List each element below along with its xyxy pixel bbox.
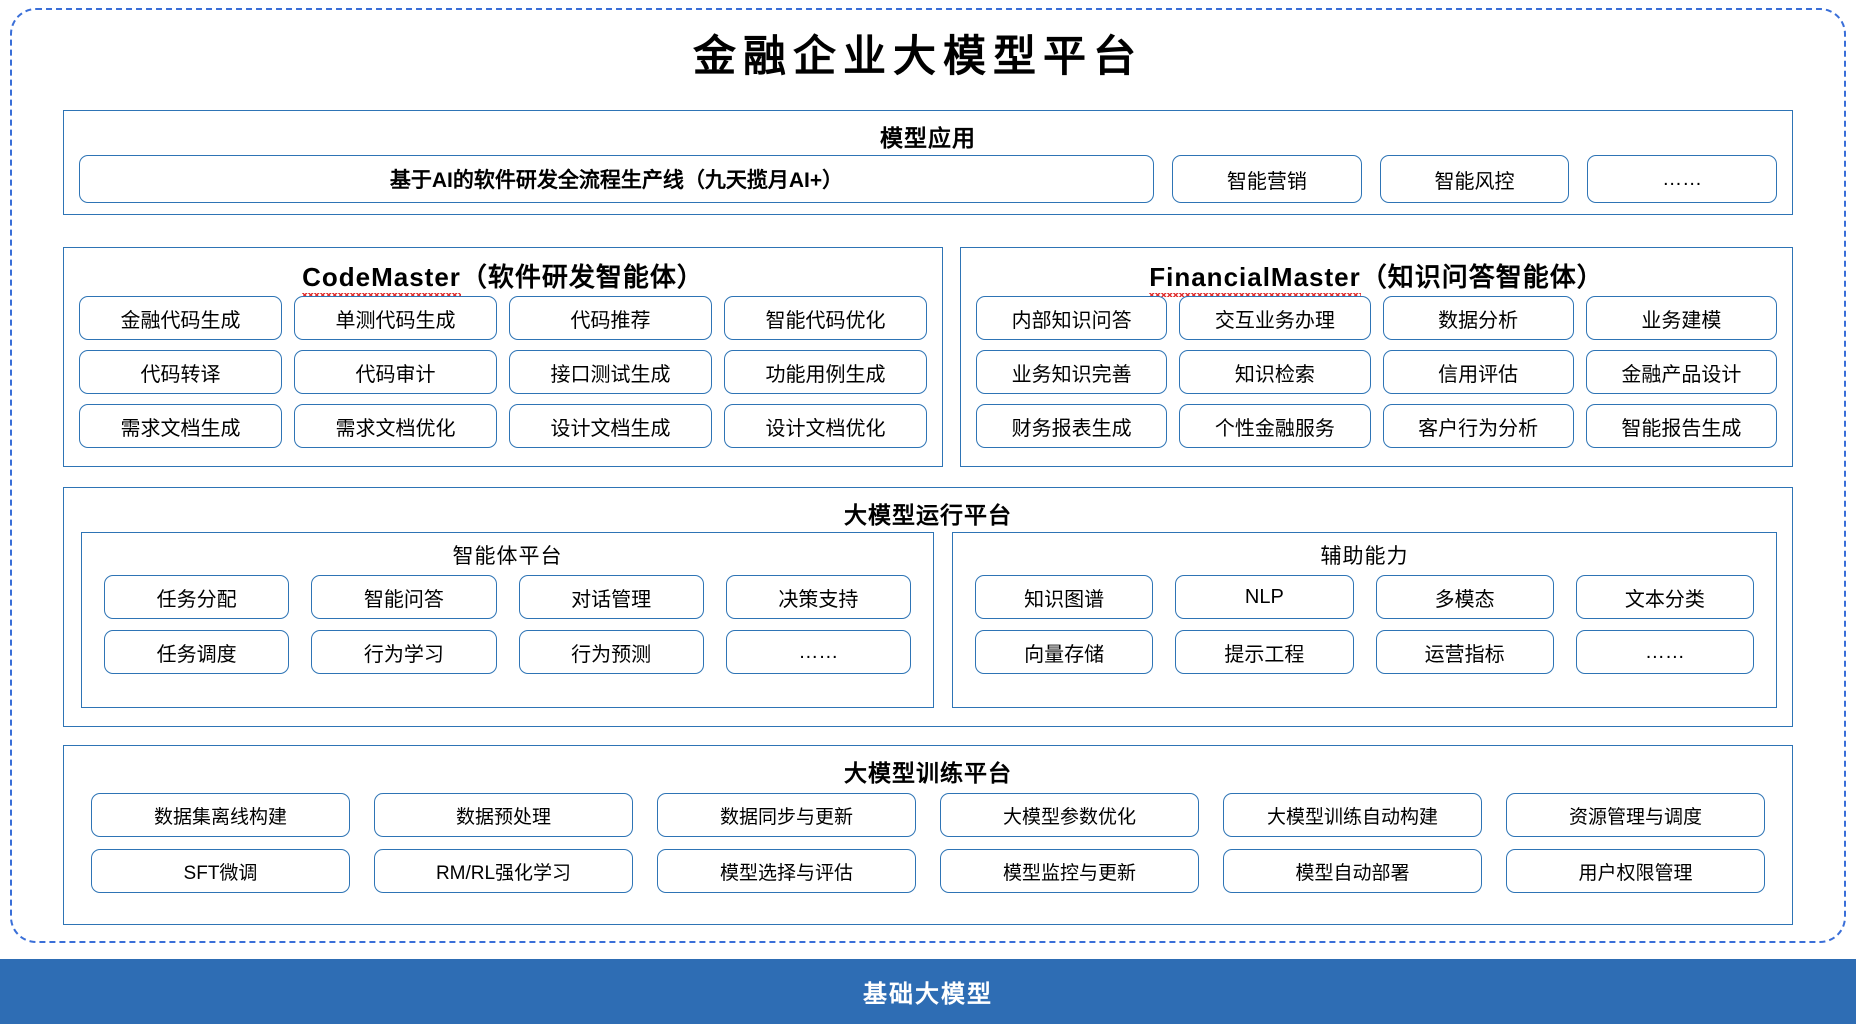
assist-capability-item[interactable]: 文本分类 — [1575, 575, 1754, 619]
assist-capability-panel: 辅助能力 知识图谱 NLP 多模态 文本分类 向量存储 提示工程 运营指标 …… — [952, 532, 1777, 708]
code-master-heading: CodeMaster（软件研发智能体） — [64, 257, 942, 297]
model-application-item[interactable]: …… — [1587, 155, 1778, 203]
page-title: 金融企业大模型平台 — [693, 32, 1143, 82]
assist-capability-item[interactable]: …… — [1575, 630, 1754, 674]
training-platform-item[interactable]: SFT微调 — [91, 849, 350, 893]
assist-capability-heading: 辅助能力 — [1320, 545, 1409, 568]
assist-capability-item[interactable]: 向量存储 — [975, 630, 1154, 674]
financial-master-item[interactable]: 金融产品设计 — [1585, 350, 1777, 394]
runtime-platform-panel: 大模型运行平台 智能体平台 任务分配 智能问答 对话管理 决策支持 任务调度 行… — [63, 487, 1793, 727]
financial-master-item[interactable]: 个性金融服务 — [1179, 404, 1371, 448]
agent-platform-grid: 任务分配 智能问答 对话管理 决策支持 任务调度 行为学习 行为预测 …… — [104, 575, 911, 674]
assist-capability-item[interactable]: NLP — [1175, 575, 1354, 619]
runtime-platform-heading: 大模型运行平台 — [844, 502, 1012, 528]
training-platform-item[interactable]: 大模型训练自动构建 — [1223, 793, 1482, 837]
training-platform-item[interactable]: 数据预处理 — [374, 793, 633, 837]
financial-master-item[interactable]: 业务知识完善 — [976, 350, 1168, 394]
financial-master-grid: 内部知识问答 交互业务办理 数据分析 业务建模 业务知识完善 知识检索 信用评估… — [976, 296, 1777, 448]
financial-master-item[interactable]: 信用评估 — [1382, 350, 1574, 394]
code-master-item[interactable]: 金融代码生成 — [79, 296, 282, 340]
agent-platform-item[interactable]: 决策支持 — [725, 575, 911, 619]
financial-master-panel: FinancialMaster（知识问答智能体） 内部知识问答 交互业务办理 数… — [960, 247, 1793, 467]
code-master-item[interactable]: 设计文档优化 — [724, 404, 927, 448]
model-application-primary-item[interactable]: 基于AI的软件研发全流程生产线（九天揽月AI+） — [79, 155, 1154, 203]
training-platform-grid: 数据集离线构建 数据预处理 数据同步与更新 大模型参数优化 大模型训练自动构建 … — [91, 793, 1765, 893]
financial-master-item[interactable]: 知识检索 — [1179, 350, 1371, 394]
code-master-grid: 金融代码生成 单测代码生成 代码推荐 智能代码优化 代码转译 代码审计 接口测试… — [79, 296, 927, 448]
code-master-item[interactable]: 代码转译 — [79, 350, 282, 394]
training-platform-item[interactable]: 数据集离线构建 — [91, 793, 350, 837]
code-master-suffix: （软件研发智能体） — [460, 262, 704, 292]
code-master-item[interactable]: 需求文档优化 — [294, 404, 497, 448]
code-master-name: CodeMaster — [302, 262, 461, 297]
financial-master-item[interactable]: 智能报告生成 — [1585, 404, 1777, 448]
model-application-panel: 模型应用 基于AI的软件研发全流程生产线（九天揽月AI+） 智能营销 智能风控 … — [63, 110, 1793, 215]
financial-master-item[interactable]: 交互业务办理 — [1179, 296, 1371, 340]
code-master-item[interactable]: 智能代码优化 — [724, 296, 927, 340]
training-platform-item[interactable]: 资源管理与调度 — [1506, 793, 1765, 837]
agent-platform-item[interactable]: 任务分配 — [104, 575, 290, 619]
financial-master-name: FinancialMaster — [1149, 262, 1361, 297]
training-platform-item[interactable]: RM/RL强化学习 — [374, 849, 633, 893]
financial-master-item[interactable]: 财务报表生成 — [976, 404, 1168, 448]
agent-platform-panel: 智能体平台 任务分配 智能问答 对话管理 决策支持 任务调度 行为学习 行为预测… — [81, 532, 934, 708]
code-master-item[interactable]: 代码审计 — [294, 350, 497, 394]
code-master-item[interactable]: 代码推荐 — [509, 296, 712, 340]
assist-capability-grid: 知识图谱 NLP 多模态 文本分类 向量存储 提示工程 运营指标 …… — [975, 575, 1754, 674]
code-master-item[interactable]: 设计文档生成 — [509, 404, 712, 448]
model-application-item[interactable]: 智能营销 — [1172, 155, 1362, 203]
training-platform-item[interactable]: 数据同步与更新 — [657, 793, 916, 837]
financial-master-heading: FinancialMaster（知识问答智能体） — [961, 257, 1792, 297]
financial-master-item[interactable]: 内部知识问答 — [976, 296, 1168, 340]
code-master-item[interactable]: 单测代码生成 — [294, 296, 497, 340]
agent-platform-item[interactable]: 智能问答 — [311, 575, 497, 619]
base-model-label: 基础大模型 — [863, 981, 993, 1008]
assist-capability-item[interactable]: 知识图谱 — [975, 575, 1154, 619]
financial-master-item[interactable]: 数据分析 — [1382, 296, 1574, 340]
agent-platform-item[interactable]: 对话管理 — [518, 575, 704, 619]
training-platform-item[interactable]: 用户权限管理 — [1506, 849, 1765, 893]
model-application-item[interactable]: 智能风控 — [1379, 155, 1570, 203]
assist-capability-item[interactable]: 多模态 — [1375, 575, 1554, 619]
model-application-heading: 模型应用 — [880, 125, 976, 151]
financial-master-item[interactable]: 客户行为分析 — [1382, 404, 1574, 448]
code-master-item[interactable]: 功能用例生成 — [724, 350, 927, 394]
outer-dashed-container — [10, 8, 1846, 943]
training-platform-item[interactable]: 模型选择与评估 — [657, 849, 916, 893]
base-model-bar: 基础大模型 — [0, 959, 1856, 1024]
agent-platform-heading: 智能体平台 — [452, 545, 563, 568]
code-master-item[interactable]: 需求文档生成 — [79, 404, 282, 448]
assist-capability-item[interactable]: 提示工程 — [1175, 630, 1354, 674]
training-platform-item[interactable]: 模型自动部署 — [1223, 849, 1482, 893]
training-platform-item[interactable]: 模型监控与更新 — [940, 849, 1199, 893]
code-master-panel: CodeMaster（软件研发智能体） 金融代码生成 单测代码生成 代码推荐 智… — [63, 247, 943, 467]
agent-platform-item[interactable]: 行为学习 — [311, 630, 497, 674]
financial-master-item[interactable]: 业务建模 — [1585, 296, 1777, 340]
code-master-item[interactable]: 接口测试生成 — [509, 350, 712, 394]
training-platform-heading: 大模型训练平台 — [844, 760, 1012, 786]
training-platform-panel: 大模型训练平台 数据集离线构建 数据预处理 数据同步与更新 大模型参数优化 大模… — [63, 745, 1793, 925]
financial-master-suffix: （知识问答智能体） — [1360, 262, 1604, 292]
training-platform-item[interactable]: 大模型参数优化 — [940, 793, 1199, 837]
assist-capability-item[interactable]: 运营指标 — [1375, 630, 1554, 674]
agent-platform-item[interactable]: …… — [725, 630, 911, 674]
agent-platform-item[interactable]: 任务调度 — [104, 630, 290, 674]
agent-platform-item[interactable]: 行为预测 — [518, 630, 704, 674]
